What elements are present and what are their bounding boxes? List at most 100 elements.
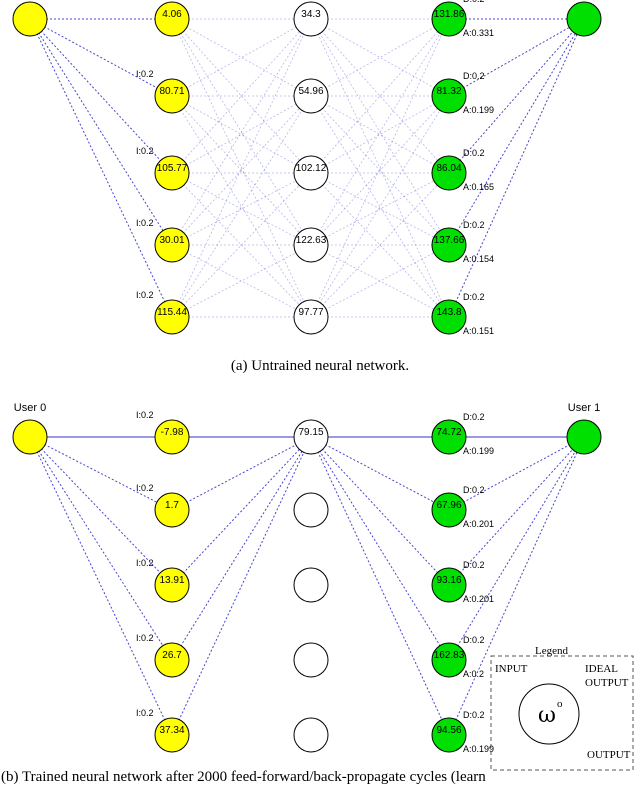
output-node [431, 642, 467, 678]
connection-edge [310, 436, 450, 511]
connection-edge [448, 18, 585, 97]
input-node [154, 1, 190, 37]
input-node [154, 642, 190, 678]
input-node-value: 1.7 [165, 500, 179, 511]
connection-edge [310, 18, 450, 318]
connection-edge [29, 18, 173, 246]
output-node-value: 143.8 [436, 307, 461, 318]
output-node-desired: D:0.2 [463, 710, 485, 720]
connection-edge [310, 436, 450, 661]
output-node-actual: A:0.201 [463, 594, 494, 604]
connection-edge [29, 18, 173, 318]
hidden-node [293, 155, 329, 191]
input-node [154, 419, 190, 455]
input-node-value: 30.01 [159, 235, 184, 246]
output-node-value: 162.83 [434, 650, 465, 661]
input-node [154, 155, 190, 191]
legend-ideal-label: IDEAL [585, 663, 618, 675]
input-node-label: I:0.2 [136, 146, 154, 156]
connection-edge [171, 436, 312, 511]
output-node [431, 419, 467, 455]
connection-edge [448, 436, 585, 586]
connection-edge [310, 18, 450, 97]
connection-edge [310, 18, 450, 318]
output-node-value: 67.96 [436, 500, 461, 511]
output-node [431, 1, 467, 37]
connection-edge [448, 436, 585, 736]
input-node [154, 492, 190, 528]
output-node-desired: D:0.2 [463, 0, 485, 4]
connection-edge [171, 18, 312, 246]
input-node-label: I:0.2 [136, 558, 154, 568]
output-node-actual: A:0.154 [463, 254, 494, 264]
connection-edge [171, 18, 312, 97]
hidden-node [293, 642, 329, 678]
hidden-node [293, 227, 329, 263]
output-node-desired: D:0.2 [463, 220, 485, 230]
legend-omega-superscript: o [557, 698, 563, 710]
output-node-value: 137.66 [434, 235, 465, 246]
connection-edge [171, 18, 312, 318]
output-node [431, 155, 467, 191]
connection-edge [29, 18, 173, 174]
input-node-label: I:0.2 [136, 290, 154, 300]
connection-edge [310, 18, 450, 97]
output-node-actual: A:0.151 [463, 326, 494, 336]
output-node [431, 78, 467, 114]
hidden-node-value: 79.15 [298, 427, 323, 438]
output-node-actual: A:0.331 [463, 28, 494, 38]
output-node [431, 299, 467, 335]
input-node-label: I:0.2 [136, 0, 154, 2]
input-user-label: User 0 [14, 402, 46, 414]
input-node-label: I:0.2 [136, 633, 154, 643]
connection-edge [29, 436, 173, 661]
panel-untrained-network: 4.06I:0.280.71I:0.2105.77I:0.230.01I:0.2… [12, 0, 602, 336]
connection-edge [310, 95, 450, 174]
connection-edge [310, 172, 450, 246]
connection-edge [29, 436, 173, 511]
legend-border [490, 655, 634, 771]
legend-box: Legend INPUT IDEAL OUTPUT OUTPUT ω o [490, 645, 634, 771]
connection-edge [171, 172, 312, 318]
output-user-node [566, 1, 602, 37]
connection-edge [171, 95, 312, 246]
input-node-label: I:0.2 [136, 218, 154, 228]
output-node-desired: D:0.2 [463, 560, 485, 570]
output-user-node [566, 419, 602, 455]
hidden-node [293, 717, 329, 753]
input-node [154, 299, 190, 335]
connection-edge [310, 18, 450, 174]
hidden-node-value: 97.77 [298, 307, 323, 318]
connection-edge [171, 436, 312, 661]
input-node [154, 227, 190, 263]
output-node-value: 93.16 [436, 575, 461, 586]
legend-title: Legend [535, 645, 568, 657]
output-node [431, 492, 467, 528]
output-node-desired: D:0.2 [463, 635, 485, 645]
connection-edge [310, 436, 450, 586]
hidden-node [293, 492, 329, 528]
connection-edge [310, 18, 450, 174]
output-node-desired: D:0.2 [463, 485, 485, 495]
connection-edge [171, 18, 312, 246]
output-node [431, 717, 467, 753]
output-node-actual: A:0.165 [463, 182, 494, 192]
connection-edge [310, 95, 450, 318]
connection-edge [171, 95, 312, 174]
connection-edge [310, 172, 450, 246]
input-node-label: I:0.2 [136, 69, 154, 79]
connection-edge [171, 18, 312, 97]
connection-edge [171, 436, 312, 586]
hidden-node [293, 419, 329, 455]
connection-edge [448, 436, 585, 661]
connection-edge [448, 436, 585, 511]
hidden-node [293, 567, 329, 603]
input-node-label: I:0.2 [136, 410, 154, 420]
connection-edge [29, 18, 173, 97]
output-node [431, 567, 467, 603]
connection-edge [310, 172, 450, 318]
output-node-actual: A:0.199 [463, 446, 494, 456]
output-node-actual: A:0.201 [463, 519, 494, 529]
output-node-desired: D:0.2 [463, 412, 485, 422]
